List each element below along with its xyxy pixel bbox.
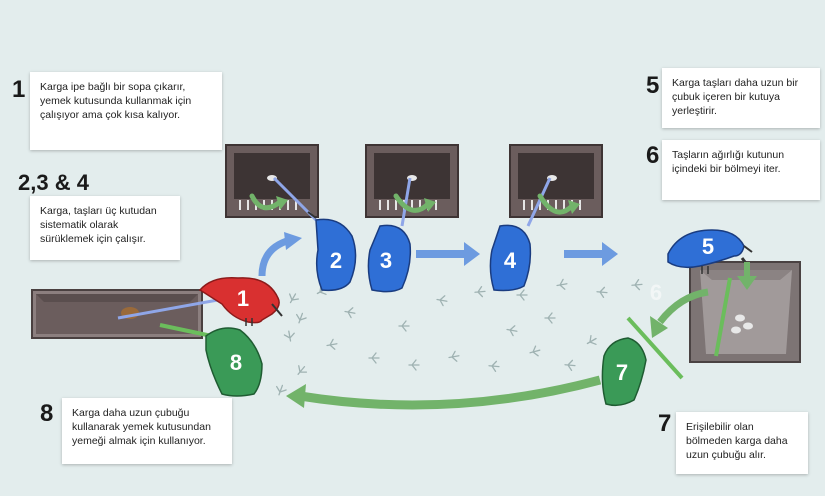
crow-label-3: 3 bbox=[380, 248, 392, 273]
caption-text-1: Karga ipe bağlı bir sopa çıkarır, yemek … bbox=[40, 81, 192, 121]
curl-arrows bbox=[249, 193, 580, 215]
caption-step-5: Karga taşları daha uzun bir çubuk içeren… bbox=[662, 68, 820, 128]
arrow-icon-6 bbox=[657, 288, 709, 325]
caption-step-2-3-4: Karga, taşları üç kutudan sistematik ola… bbox=[30, 196, 180, 260]
crow-icon-green-8 bbox=[205, 327, 263, 397]
crow-label-4: 4 bbox=[504, 248, 517, 273]
caption-text-5: Karga taşları daha uzun bir çubuk içeren… bbox=[672, 77, 799, 117]
crow-label-2: 2 bbox=[330, 248, 342, 273]
step-number-7: 7 bbox=[658, 410, 672, 437]
step-number-2-3-4: 2,3 & 4 bbox=[18, 170, 89, 195]
crow-icon-green-7 bbox=[601, 337, 647, 407]
caption-text-6: Taşların ağırlığı kutunun içindeki bir b… bbox=[672, 149, 785, 175]
long-stick-taken bbox=[626, 316, 684, 380]
crow-label-7: 7 bbox=[616, 360, 628, 385]
crow-icon-red bbox=[198, 277, 283, 326]
step-number-1: 1 bbox=[12, 76, 26, 103]
arrow-icon-5 bbox=[737, 262, 757, 290]
long-stick bbox=[714, 277, 732, 357]
crow-label-8: 8 bbox=[230, 350, 242, 375]
crow-label-5: 5 bbox=[702, 234, 714, 259]
crow-icon-blue-4 bbox=[489, 224, 532, 292]
caption-step-1: Karga ipe bağlı bir sopa çıkarır, yemek … bbox=[30, 72, 222, 150]
caption-step-8: Karga daha uzun çubuğu kullanarak yemek … bbox=[62, 398, 232, 464]
crow-icon-blue-2 bbox=[307, 211, 357, 292]
box-icon-2 bbox=[365, 144, 459, 227]
box-icon-3 bbox=[509, 144, 603, 227]
food-box bbox=[31, 289, 203, 339]
crow-icon-blue-3 bbox=[367, 224, 412, 293]
caption-step-7: Erişilebilir olan bölmeden karga daha uz… bbox=[676, 412, 808, 474]
caption-step-6: Taşların ağırlığı kutunun içindeki bir b… bbox=[662, 140, 820, 200]
caption-text-8: Karga daha uzun çubuğu kullanarak yemek … bbox=[72, 407, 211, 447]
crow-icon-blue-5 bbox=[667, 229, 753, 274]
step-number-5: 5 bbox=[646, 72, 660, 99]
caption-text-7: Erişilebilir olan bölmeden karga daha uz… bbox=[686, 421, 788, 461]
step-number-6: 6 bbox=[646, 142, 660, 169]
crow-label-1: 1 bbox=[237, 286, 249, 311]
return-arrow bbox=[299, 375, 602, 410]
crow-label-6: 6 bbox=[650, 280, 662, 305]
blue-arrows bbox=[258, 232, 618, 277]
step-number-8: 8 bbox=[40, 400, 54, 427]
caption-text-2-3-4: Karga, taşları üç kutudan sistematik ola… bbox=[40, 205, 157, 245]
